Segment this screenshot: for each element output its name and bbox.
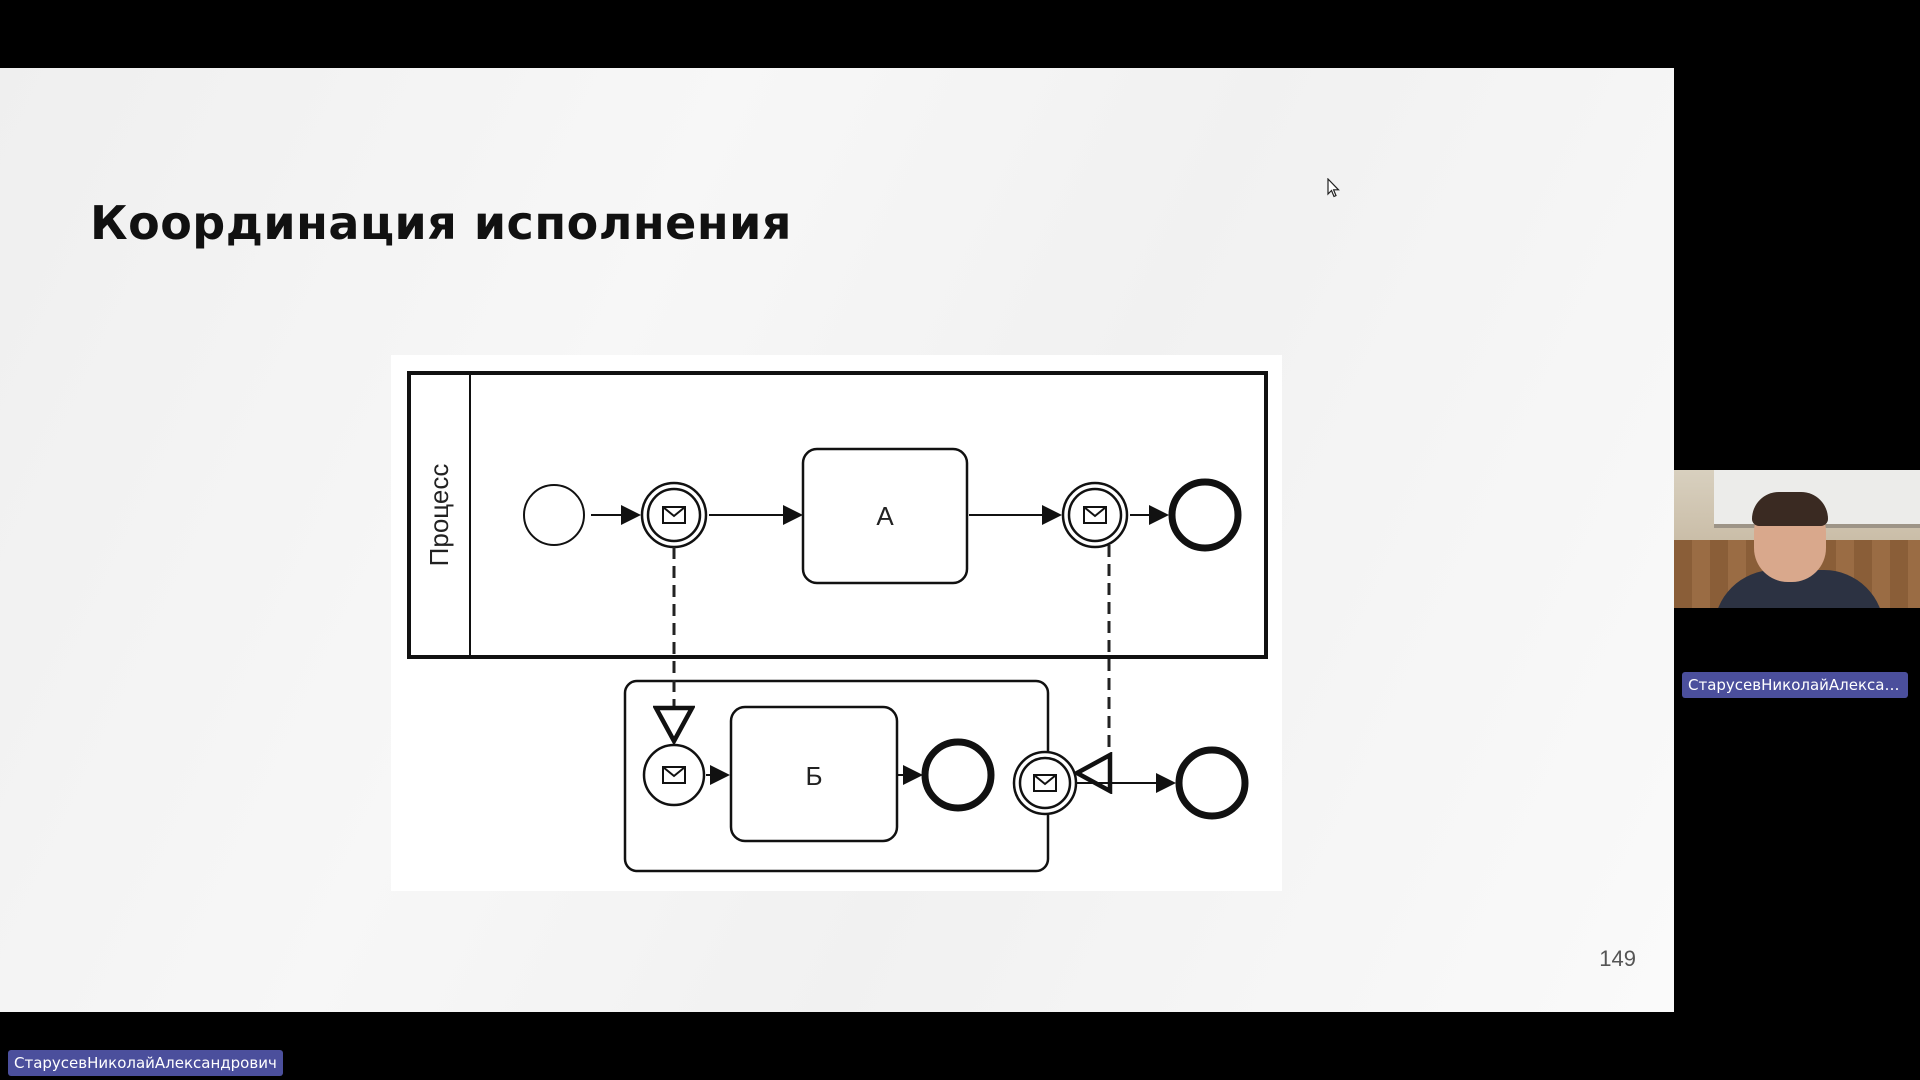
participant-name-badge: СтарусевНиколайАлексан... <box>1682 672 1908 698</box>
slide-page-number: 149 <box>1599 946 1636 971</box>
end-event-bottom <box>1175 746 1249 820</box>
pool-label: Процесс <box>424 464 454 567</box>
mouse-cursor-icon <box>1327 178 1340 198</box>
envelope-icon <box>662 766 686 784</box>
end-event-subprocess <box>921 738 995 812</box>
end-event-top <box>1168 478 1242 552</box>
slide-title: Координация исполнения <box>90 196 792 250</box>
task-a-label: А <box>876 501 894 531</box>
presenter-name-badge: СтарусевНиколайАлександрович <box>8 1050 283 1076</box>
envelope-icon <box>1033 774 1057 792</box>
task-a <box>801 447 969 585</box>
presentation-slide: Координация исполнения <box>0 68 1674 1012</box>
envelope-icon <box>1083 506 1107 524</box>
start-event <box>523 484 585 546</box>
message-throw-event-2 <box>1061 481 1129 549</box>
task-b <box>729 705 899 843</box>
envelope-icon <box>662 506 686 524</box>
participant-video-tile[interactable] <box>1674 470 1920 608</box>
task-b-label: Б <box>805 761 822 791</box>
bpmn-diagram: Процесс А <box>391 355 1282 891</box>
boundary-message-event <box>1012 750 1078 816</box>
message-throw-event-1 <box>640 481 708 549</box>
message-start-event <box>642 743 706 807</box>
